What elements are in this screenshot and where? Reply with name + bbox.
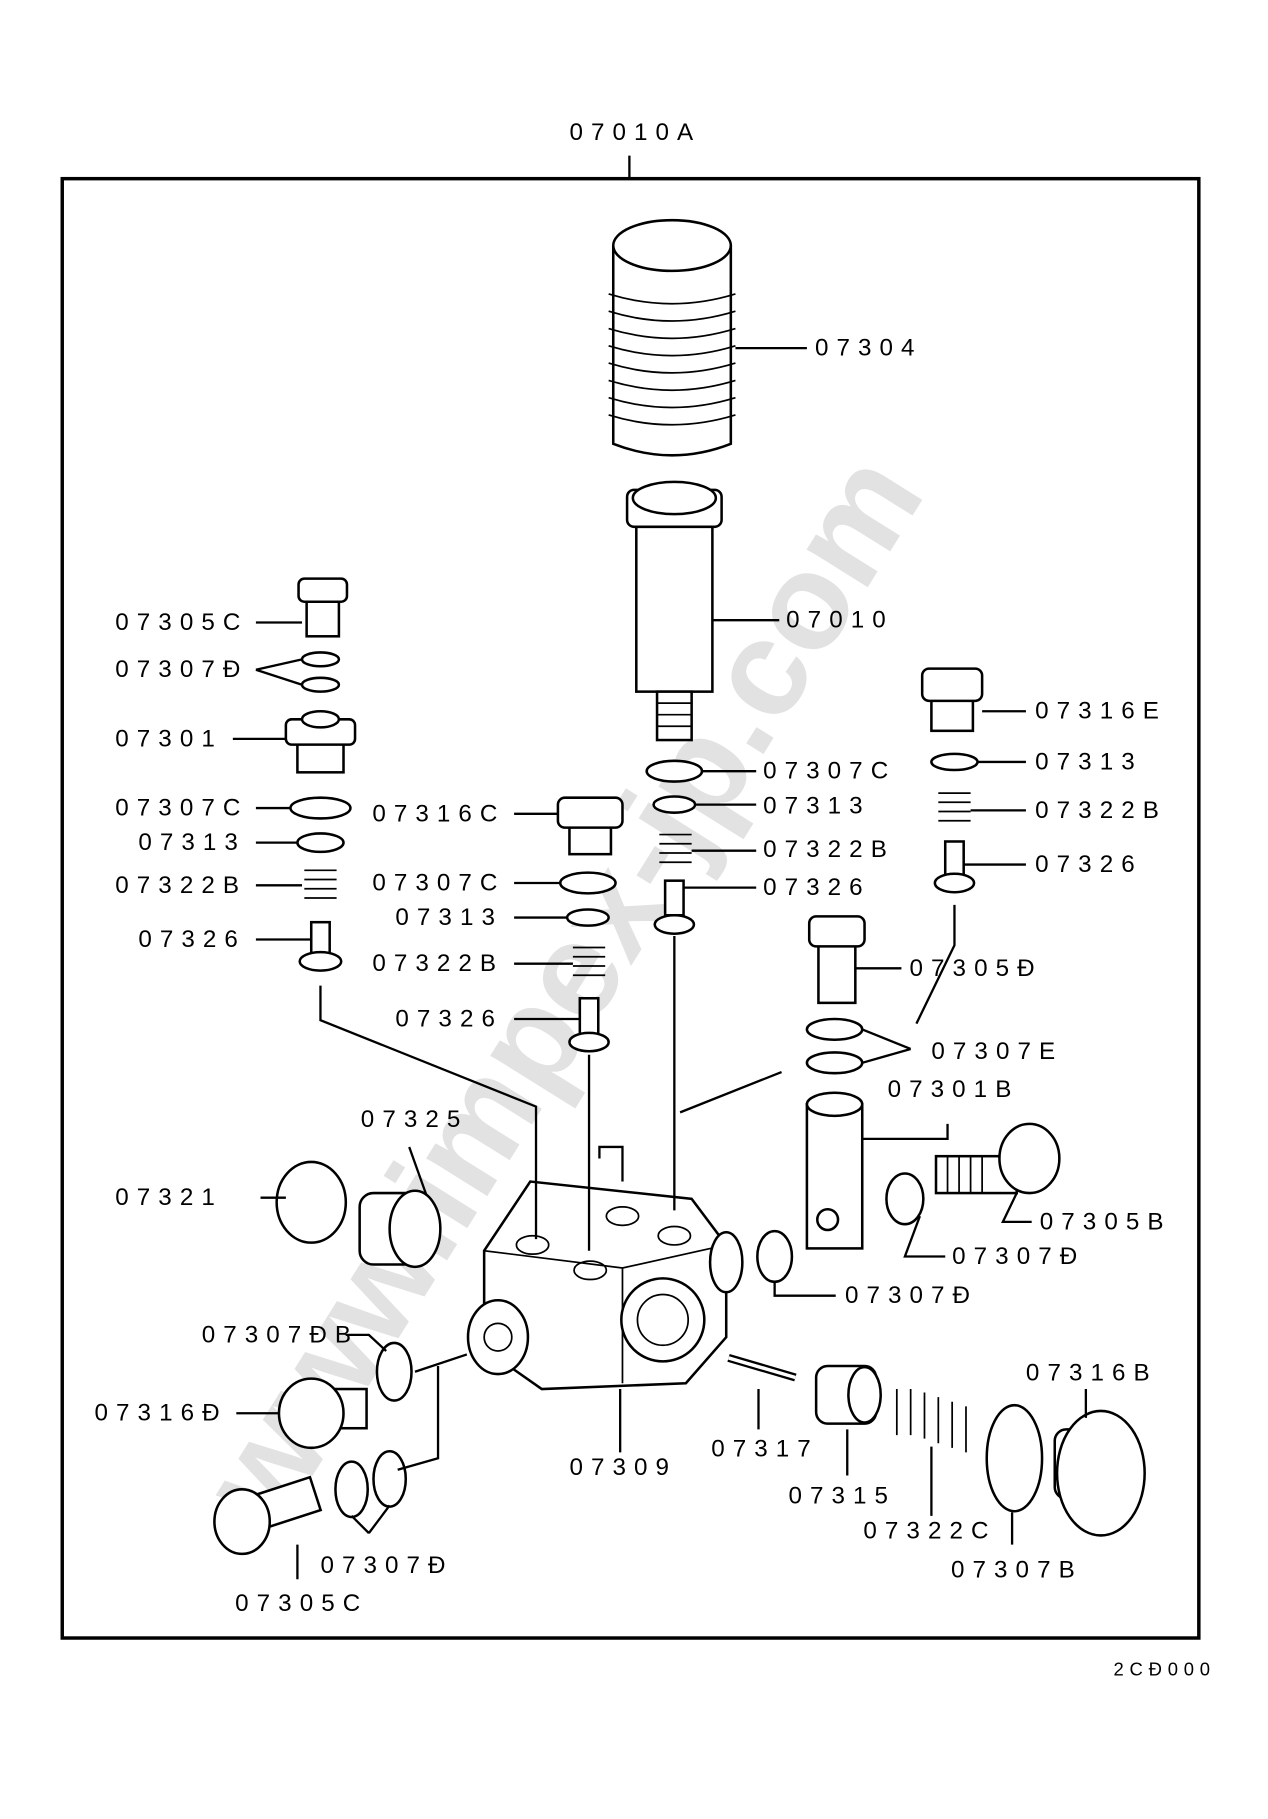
parts — [213, 218, 1146, 1556]
sleeve — [814, 1364, 882, 1425]
part-label: 07010 — [786, 607, 894, 634]
plunger-part — [625, 480, 723, 742]
part-label: 07316C — [372, 800, 505, 827]
pump-body — [466, 1180, 744, 1391]
right-valve-stack — [920, 667, 984, 894]
spring — [895, 1389, 967, 1453]
part-label: 07316B — [1026, 1359, 1158, 1386]
part-label: 07322C — [863, 1517, 996, 1544]
part-label: 07307C — [115, 795, 248, 822]
coupling-part — [358, 1189, 442, 1269]
part-label: 07307ĐB — [202, 1321, 359, 1348]
part-label: 07305C — [115, 609, 248, 636]
snap-ring — [275, 1160, 348, 1244]
part-label: 07313 — [395, 904, 503, 931]
part-label: 07325 — [361, 1106, 469, 1133]
part-label: 07307Đ — [845, 1282, 978, 1309]
part-label: 07316Đ — [95, 1400, 228, 1427]
part-label: 07307B — [951, 1557, 1083, 1584]
washer — [334, 1460, 369, 1519]
part-label: 07301B — [888, 1076, 1020, 1103]
left-valve-stack — [284, 577, 357, 972]
part-label: 07322B — [763, 836, 895, 863]
drawing-code: 2CĐ000 — [1114, 1659, 1216, 1680]
bellows-part — [608, 218, 736, 457]
part-label: 07326 — [1035, 851, 1143, 878]
part-label: 07305C — [235, 1590, 368, 1617]
part-label: 07321 — [115, 1184, 223, 1211]
part-label: 07315 — [788, 1483, 896, 1510]
leader-lines — [232, 346, 1088, 1580]
part-label: 07313 — [1035, 748, 1143, 775]
plug-right — [1053, 1409, 1146, 1537]
washer — [375, 1341, 413, 1402]
center-valve-stack — [645, 759, 704, 935]
part-label: 07322B — [372, 950, 504, 977]
part-label: 07326 — [395, 1006, 503, 1033]
part-label: 07307Đ — [115, 656, 248, 683]
part-label: 07305B — [1040, 1208, 1172, 1235]
part-label: 07316E — [1035, 698, 1167, 725]
banjo-bolt-right — [885, 1122, 1061, 1226]
gasket — [985, 1403, 1044, 1513]
part-label: 07326 — [138, 926, 246, 953]
plug-left — [277, 1377, 368, 1450]
part-label: 07326 — [763, 874, 871, 901]
banjo-bolt-group — [805, 915, 866, 1250]
part-label: 07305Đ — [910, 955, 1043, 982]
banjo-bolt-bottom — [213, 1475, 323, 1556]
assembly-label: 07010A — [569, 119, 701, 146]
part-label: 07307E — [931, 1038, 1063, 1065]
part-label: 07322B — [1035, 797, 1167, 824]
part-label: 07313 — [763, 792, 871, 819]
part-labels: 07304 07305C 07307Đ 07301 07307C 07313 0… — [95, 335, 1172, 1617]
part-label: 07304 — [815, 335, 923, 362]
part-label: 07322B — [115, 872, 247, 899]
part-label: 07307Đ — [320, 1552, 453, 1579]
part-label: 07301 — [115, 725, 223, 752]
washer — [372, 1450, 408, 1508]
part-label: 07309 — [569, 1454, 677, 1481]
part-label: 07313 — [138, 829, 246, 856]
part-label: 07317 — [711, 1435, 819, 1462]
part-label: 07307Đ — [952, 1243, 1085, 1270]
part-label: 07307C — [763, 758, 896, 785]
o-ring — [756, 1229, 794, 1284]
part-label: 07307C — [372, 869, 505, 896]
